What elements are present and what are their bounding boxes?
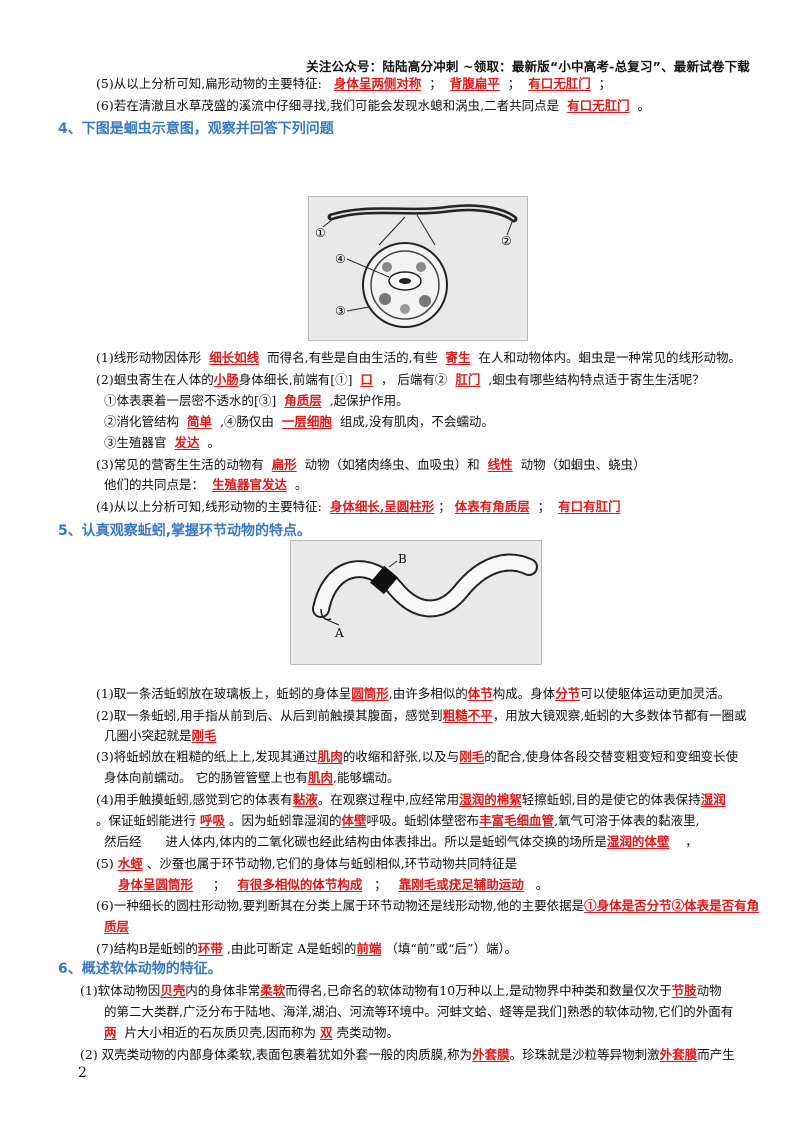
s6-q1b: 的第二大类群,广泛分布于陆地、海洋,湖泊、河流等环境中。河蚌文蛤、蛏等是我们]熟… <box>104 1004 734 1019</box>
roundworm-diagram: ① ② ④ ③ <box>315 204 518 328</box>
answer: 身体细长,呈圆柱形 <box>329 499 435 514</box>
answer: 呼吸 <box>200 813 226 828</box>
answer: 刚毛 <box>191 728 217 743</box>
s5-q3b: 身体向前蠕动。 它的肠管管壁上也有肌肉,能够蠕动。 <box>104 770 400 785</box>
s5-q3: (3)将蚯蚓放在粗糙的纸上上,发现其通过肌肉的收缩和舒张,以及与刚毛的配合,使身… <box>96 749 739 764</box>
fig-label-b: B <box>398 552 407 566</box>
answer: 圆筒形 <box>351 686 389 701</box>
answer: 口 <box>360 372 373 387</box>
s4-q3b: 他们的共同点是： 生殖器官发达 。 <box>104 477 308 492</box>
answer: 前端 <box>356 941 382 956</box>
s3-q5: (5)从以上分析可知,扁形动物的主要特征: 身体呈两侧对称 ； 背腹扁平 ； 有… <box>96 76 612 91</box>
s6-q2: (2) 双壳类动物的内部身体柔软,表面包裹着犹如外套一般的肉质膜,称为外套膜。珍… <box>80 1047 735 1062</box>
answer: 外套膜 <box>659 1047 698 1062</box>
answer: 有口无肛门 <box>567 98 630 113</box>
header-note: 关注公众号：陆陆高分冲刺 ~领取：最新版“小中高考-总复习”、最新试卷下载 <box>306 59 750 74</box>
fig-label-4: ④ <box>335 252 346 266</box>
answer: 分节 <box>555 686 581 701</box>
answer: 节肢 <box>671 983 697 998</box>
section-4-title: 4、下图是蛔虫示意图，观察并回答下列问题 <box>58 121 334 137</box>
s6-q1: (1)软体动物因贝壳内的身体非常柔软而得名,已命名的软体动物有10万种以上,是动… <box>80 983 722 998</box>
s5-q7: (7)结构B是蚯蚓的环带 ,由此可断定 A是蚯蚓的前端 （填“前”或“后”）端）… <box>96 941 518 956</box>
s5-q5: (5) 水蛭 、沙蚕也属于环节动物,它们的身体与蚯蚓相似,环节动物共同特征是 <box>96 856 518 871</box>
s3-q6: (6)若在清澈且水草茂盛的溪流中仔细寻找,我们可能会发现水螅和涡虫,二者共同点是… <box>96 98 651 113</box>
answer: 背腹扁平 <box>449 76 500 91</box>
answer: 湿润的棉絮 <box>459 792 522 807</box>
answer: 体节 <box>467 686 493 701</box>
s4-q2a: ①体表裹着一层密不透水的[③] 角质层 ,起保护作用。 <box>104 393 409 408</box>
s4-q3: (3)常见的营寄生生活的动物有 扁形 动物（如猪肉绦虫、血吸虫）和 线性 动物（… <box>96 457 646 472</box>
answer: 肌肉 <box>317 749 343 764</box>
s4-q2b: ②消化管结构 简单 ,④肠仅由 一层细胞 组成,没有肌肉，不会蠕动。 <box>104 414 494 429</box>
answer: 双 <box>319 1025 333 1040</box>
answer: ①身体是否分节②体表是否有角 <box>584 898 760 913</box>
answer: 一层细胞 <box>281 414 332 429</box>
answer: 黏液 <box>292 792 318 807</box>
earthworm-diagram: B A <box>312 552 538 640</box>
answer: 丰富毛细血管 <box>479 813 555 828</box>
answer: 质层 <box>104 919 130 934</box>
fig-label-3: ③ <box>335 304 346 318</box>
answer: 环带 <box>197 941 223 956</box>
answer: 寄生 <box>445 350 471 365</box>
page-number: 2 <box>78 1065 87 1081</box>
answer: 湿润 <box>700 792 726 807</box>
answer: 身体呈圆筒形 <box>118 877 194 892</box>
answer: 角质层 <box>284 393 322 408</box>
answer: 肛门 <box>455 372 481 387</box>
answer: 体表有角质层 <box>454 499 530 514</box>
section-5-title: 5、认真观察蚯蚓,掌握环节动物的特点。 <box>58 523 312 539</box>
s5-q6b: 质层 <box>104 918 129 936</box>
fig-label-1: ① <box>315 226 326 240</box>
s5-q4: (4)用手触摸蚯蚓,感觉到它的体表有黏液。在观察过程中,应经常用湿润的棉絮轻擦蚯… <box>96 792 726 807</box>
answer: 肌肉 <box>307 770 333 785</box>
earthworm-figure: B A <box>290 540 542 665</box>
answer: 简单 <box>186 414 212 429</box>
answer: 体壁 <box>341 813 367 828</box>
s5-q6: (6)一种细长的圆柱形动物,要判断其在分类上属于环节动物还是线形动物,他的主要依… <box>96 898 760 913</box>
answer: 小肠 <box>213 372 239 387</box>
answer: 靠刚毛或疣足辅助运动 <box>398 877 524 892</box>
s5-q4c: 然后经 进人体内,体内的二氧化碳也经此结构由体表排出。所以是蚯蚓气体交换的场所是… <box>104 834 698 849</box>
answer: 扁形 <box>271 457 297 472</box>
answer: 有口有肛门 <box>558 499 621 514</box>
roundworm-figure: ① ② ④ ③ <box>308 196 528 341</box>
answer: 线性 <box>487 457 513 472</box>
answer: 柔软 <box>260 983 286 998</box>
answer: 细长如线 <box>209 350 260 365</box>
answer: 外套膜 <box>472 1047 510 1062</box>
s6-q1c: 两 片大小相近的石灰质贝壳,因而称为 双 壳类动物。 <box>104 1025 399 1040</box>
s4-q2: (2)蛔虫寄生在人体的小肠身体细长,前端有[①] 口 ， 后端有② 肛门 ,蛔虫… <box>96 372 705 387</box>
s5-q5b: 身体呈圆筒形 ； 有很多相似的体节构成 ； 靠刚毛或疣足辅助运动 。 <box>118 877 549 892</box>
s5-q4b: 。保证蚯蚓能进行 呼吸 。因为蚯蚓靠湿润的体壁呼吸。蚯蚓体壁密布丰富毛细血管,氧… <box>96 813 700 828</box>
s5-q2: (2)取一条蚯蚓,用手指从前到后、从后到前触摸其腹面，感觉到粗糙不平，用放大镜观… <box>96 708 747 723</box>
answer: 发达 <box>174 435 200 450</box>
fig-label-a: A <box>334 626 344 640</box>
s5-q1: (1)取一条活蚯蚓放在玻璃板上，蚯蚓的身体呈圆筒形,由许多相似的体节构成。身体分… <box>96 686 731 701</box>
answer: 贝壳 <box>160 983 186 998</box>
answer: 两 <box>104 1025 117 1040</box>
answer: 有很多相似的体节构成 <box>237 877 363 892</box>
answer: 粗糙不平 <box>442 708 493 723</box>
s4-q2c: ③生殖器官 发达 。 <box>104 435 220 450</box>
answer: 有口无肛门 <box>528 76 591 91</box>
section-6-title: 6、概述软体动物的特征。 <box>58 961 222 977</box>
s4-q4: (4)从以上分析可知,线形动物的主要特征: 身体细长,呈圆柱形 ； 体表有角质层… <box>96 499 621 514</box>
fig-label-2: ② <box>501 234 512 248</box>
s5-q2b: 几圈小突起就是刚毛 <box>104 728 217 743</box>
answer: 生殖器官发达 <box>211 477 287 492</box>
answer: 刚毛 <box>459 749 485 764</box>
answer: 身体呈两侧对称 <box>333 76 422 91</box>
answer: 湿润的体壁 <box>606 834 670 849</box>
s4-q1: (1)线形动物因体形 细长如线 而得名,有些是自由生活的,有些 寄生 在人和动物… <box>96 350 742 365</box>
answer: 水蛭 <box>117 856 143 871</box>
